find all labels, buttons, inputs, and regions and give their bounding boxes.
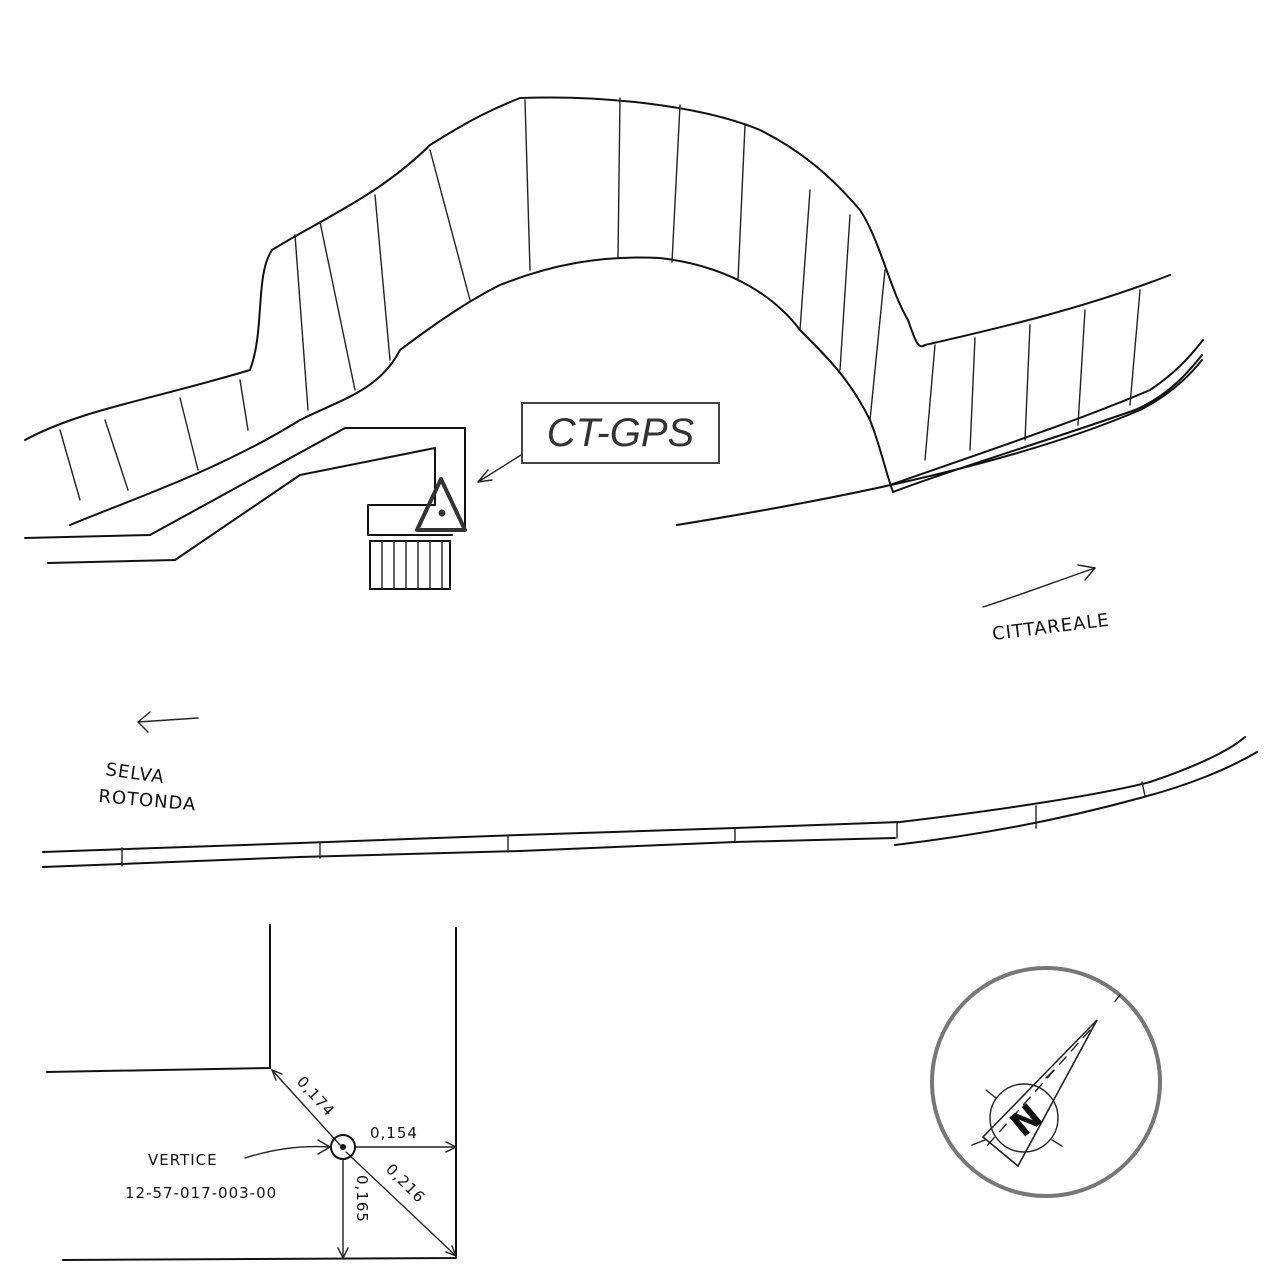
upper-road-left-top — [24, 427, 466, 539]
detail-diag-upper — [271, 1069, 341, 1146]
direction-label-west-line1: SELVA — [104, 759, 166, 788]
curb-ticks — [121, 781, 1146, 867]
lower-road-top-edge — [42, 736, 1246, 853]
detail-wall-right — [62, 927, 457, 1261]
detail-wall-left — [46, 924, 271, 1073]
north-compass-icon: N — [930, 966, 1162, 1198]
vertex-code: 12-57-017-003-00 — [125, 1184, 277, 1202]
measure-vertical: 0,165 — [353, 1175, 371, 1223]
gps-station-text: CT-GPS — [546, 410, 695, 455]
embankment-top-edge — [24, 96, 1171, 441]
embankment-bottom-edge — [69, 256, 1203, 526]
direction-label-west-line2: ROTONDA — [98, 786, 198, 815]
vertex-detail — [46, 924, 457, 1261]
upper-road-right-inner — [889, 339, 1204, 486]
upper-road — [24, 339, 1204, 564]
embankment-hatching — [59, 97, 1141, 501]
measure-diag-upper: 0,174 — [293, 1073, 338, 1121]
gps-leader-arrow — [477, 454, 522, 483]
compass-needle — [981, 1019, 1098, 1168]
compass-ring — [930, 966, 1162, 1198]
direction-label-east: CITTAREALE — [991, 610, 1111, 645]
vertex-point-dot — [340, 1144, 346, 1150]
detail-arrowheads — [271, 1069, 457, 1259]
lower-road-bottom-edge — [42, 837, 896, 868]
stairs — [369, 540, 451, 590]
direction-arrow-west — [137, 711, 199, 733]
upper-road-left-bottom — [47, 447, 453, 564]
upper-road-right — [676, 359, 1203, 526]
gps-marker-icon — [415, 477, 467, 532]
gps-station-label: CT-GPS — [521, 402, 720, 464]
direction-arrow-east — [982, 564, 1096, 608]
measure-horizontal: 0,154 — [370, 1124, 418, 1142]
embankment — [24, 96, 1203, 526]
detail-diag-lower — [345, 1151, 457, 1257]
compass-hub — [989, 1083, 1059, 1153]
vertex-pointer-arrow — [244, 1145, 331, 1159]
compass-letter: N — [1003, 1096, 1051, 1145]
vertex-point-circle — [330, 1134, 356, 1160]
measure-diag-lower: 0,216 — [382, 1160, 429, 1207]
vertex-title: VERTICE — [148, 1151, 218, 1169]
lower-road-right-bottom — [894, 751, 1258, 846]
lower-road — [42, 736, 1258, 868]
